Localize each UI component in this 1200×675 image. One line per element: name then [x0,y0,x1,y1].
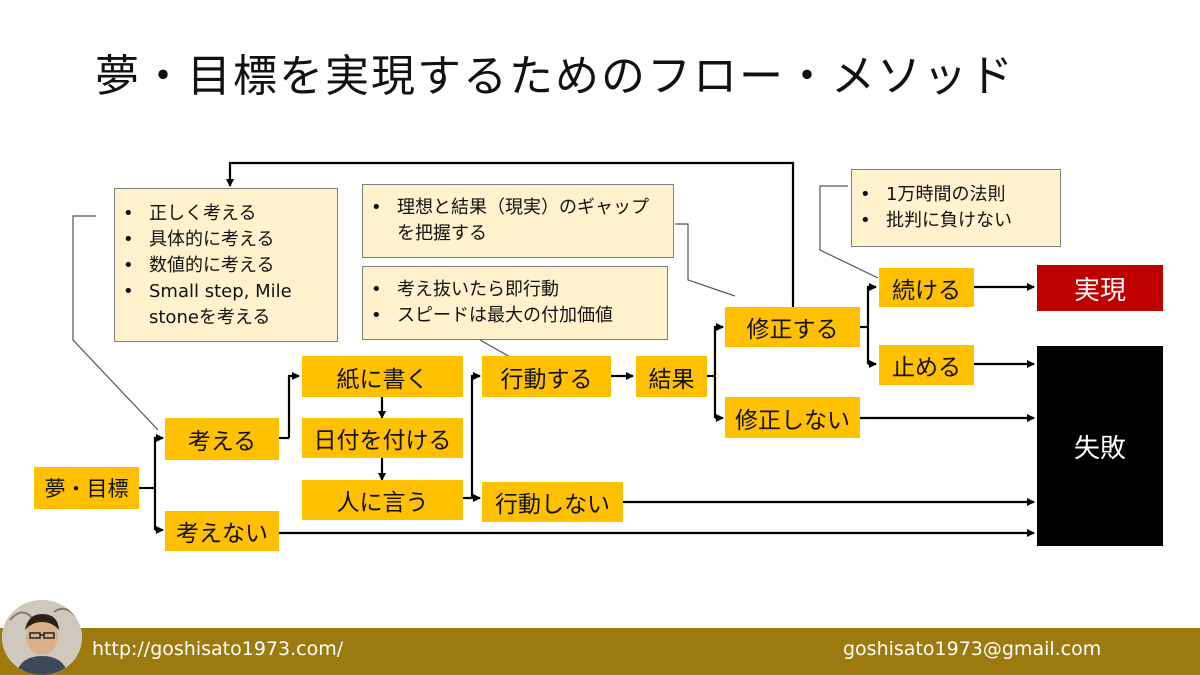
note-item: 考え抜いたら即行動 [371,277,667,303]
node-dream: 夢・目標 [34,467,139,509]
footer-email[interactable]: goshisato1973@gmail.com [843,638,1102,660]
node-think: 考える [165,418,279,460]
note-think-tips: 正しく考える 具体的に考える 数値的に考える Small step, Mile … [114,188,338,342]
node-not-think: 考えない [165,511,279,551]
node-act: 行動する [482,356,611,397]
footer-url[interactable]: http://goshisato1973.com/ [92,638,344,660]
page-title: 夢・目標を実現するためのフロー・メソッド [95,51,1015,102]
node-continue: 続ける [879,268,974,307]
avatar [2,600,82,675]
node-date: 日付を付ける [302,418,463,458]
note-item: 1万時間の法則 [860,182,1060,208]
note-item: 批判に負けない [860,208,1060,234]
note-item: 数値的に考える [123,253,337,279]
node-not-fix: 修正しない [725,397,860,438]
note-persistence: 1万時間の法則 批判に負けない [851,169,1061,247]
node-stop: 止める [879,345,974,385]
note-item: 理想と結果（現実）のギャップを把握する [371,195,662,247]
node-fix: 修正する [725,307,860,347]
node-failure: 失敗 [1037,346,1163,546]
note-item: スピードは最大の付加価値 [371,303,667,329]
note-gap: 理想と結果（現実）のギャップを把握する [362,184,674,258]
footer-bar: http://goshisato1973.com/ goshisato1973@… [0,628,1200,675]
node-write: 紙に書く [302,356,463,397]
note-item: Small step, Mile stoneを考える [123,279,299,331]
note-action: 考え抜いたら即行動 スピードは最大の付加価値 [362,266,668,340]
node-result: 結果 [636,356,707,397]
node-not-act: 行動しない [482,482,623,522]
node-success: 実現 [1037,265,1163,311]
avatar-photo-icon [2,600,82,675]
note-item: 正しく考える [123,201,337,227]
node-tell: 人に言う [302,480,463,520]
note-item: 具体的に考える [123,227,337,253]
